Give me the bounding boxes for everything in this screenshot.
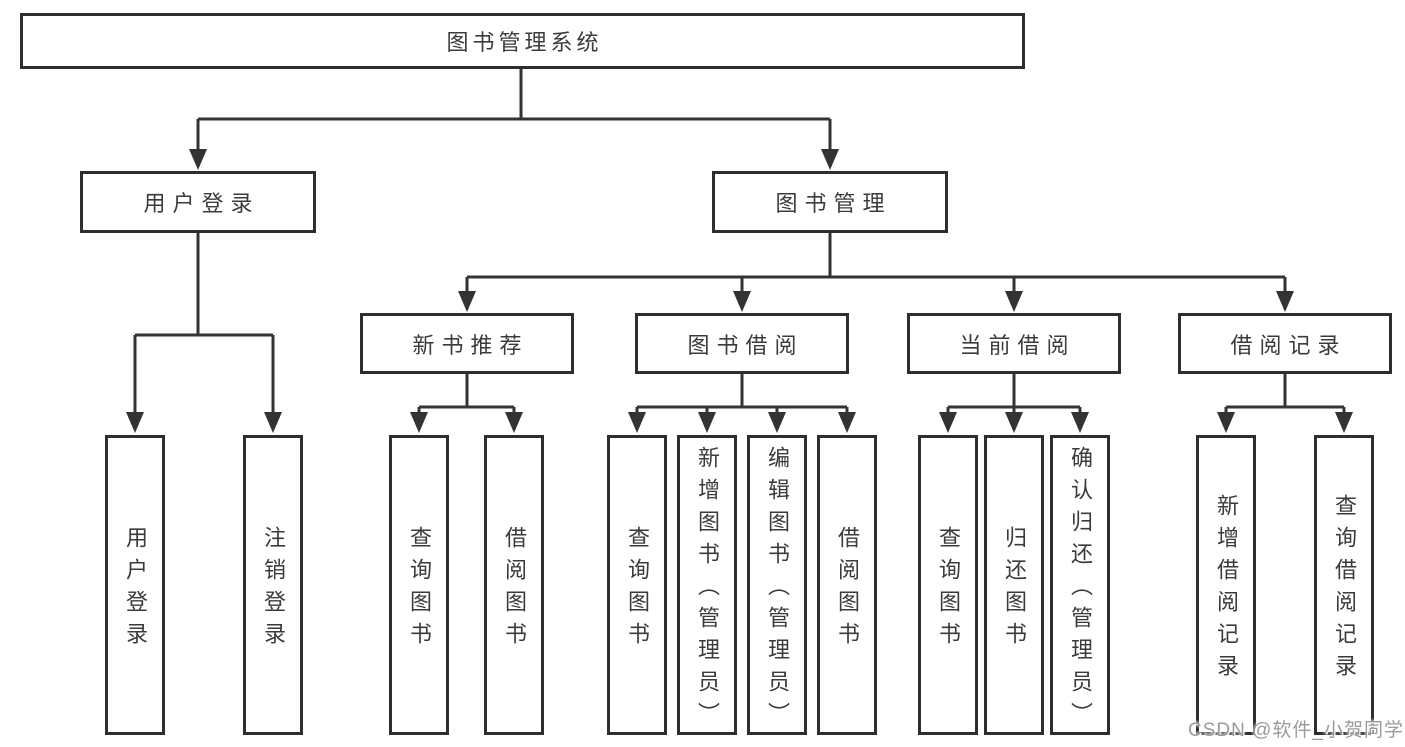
node-current-borrow-label: 当前借阅 [959, 332, 1076, 358]
node-system-root-label: 图书管理系统 [446, 30, 603, 55]
node-user-login: 用户登录 [80, 171, 316, 233]
node-book-borrow: 图书借阅 [635, 313, 849, 374]
leaf-current-return-books-label: 归还图书 [1002, 526, 1027, 654]
leaf-user-login: 用户登录 [105, 435, 165, 735]
connector-book-borrow-children [628, 374, 856, 433]
leaf-borrow-query-books: 查询图书 [607, 435, 667, 735]
watermark-text: CSDN @软件_小贺同学 [1188, 720, 1404, 741]
leaf-current-confirm-return-admin: 确认归还（管理员） [1050, 435, 1110, 735]
leaf-borrow-edit-books-admin-label: 编辑图书（管理员） [765, 446, 790, 734]
leaf-current-query-books: 查询图书 [918, 435, 978, 735]
node-book-borrow-label: 图书借阅 [687, 332, 804, 358]
leaf-logout-label: 注销登录 [261, 526, 286, 654]
node-book-management-label: 图书管理 [775, 191, 892, 216]
node-system-root: 图书管理系统 [20, 13, 1025, 69]
connector-new-book-recommend-children [410, 374, 523, 433]
connector-current-borrow-children [939, 374, 1089, 433]
node-current-borrow: 当前借阅 [907, 313, 1121, 374]
leaf-borrow-query-books-label: 查询图书 [625, 526, 650, 654]
leaf-borrow-borrow-books-label: 借阅图书 [835, 526, 860, 654]
leaf-recommend-query-books: 查询图书 [389, 435, 449, 735]
leaf-logout: 注销登录 [243, 435, 303, 735]
node-book-management: 图书管理 [712, 171, 948, 233]
leaf-records-query-record: 查询借阅记录 [1314, 435, 1374, 735]
leaf-current-query-books-label: 查询图书 [936, 526, 961, 654]
node-new-book-recommend-label: 新书推荐 [412, 332, 529, 358]
leaf-recommend-query-books-label: 查询图书 [407, 526, 432, 654]
node-user-login-label: 用户登录 [143, 191, 260, 216]
node-borrow-records: 借阅记录 [1178, 313, 1392, 374]
connector-borrow-records-children [1217, 374, 1353, 433]
leaf-borrow-borrow-books: 借阅图书 [817, 435, 877, 735]
leaf-borrow-add-books-admin-label: 新增图书（管理员） [695, 446, 720, 734]
leaf-user-login-label: 用户登录 [123, 526, 148, 654]
leaf-borrow-edit-books-admin: 编辑图书（管理员） [747, 435, 807, 735]
node-borrow-records-label: 借阅记录 [1230, 332, 1347, 358]
leaf-borrow-add-books-admin: 新增图书（管理员） [677, 435, 737, 735]
connector-root-to-level2 [189, 69, 839, 170]
leaf-records-add-record: 新增借阅记录 [1196, 435, 1256, 735]
connector-user-login-children [126, 233, 282, 433]
leaf-recommend-borrow-books-label: 借阅图书 [502, 526, 527, 654]
leaf-records-query-record-label: 查询借阅记录 [1332, 494, 1357, 686]
leaf-current-return-books: 归还图书 [984, 435, 1044, 735]
leaf-records-add-record-label: 新增借阅记录 [1214, 494, 1239, 686]
leaf-recommend-borrow-books: 借阅图书 [484, 435, 544, 735]
leaf-current-confirm-return-admin-label: 确认归还（管理员） [1068, 446, 1093, 734]
node-new-book-recommend: 新书推荐 [360, 313, 574, 374]
connector-book-management-children [458, 233, 1294, 312]
